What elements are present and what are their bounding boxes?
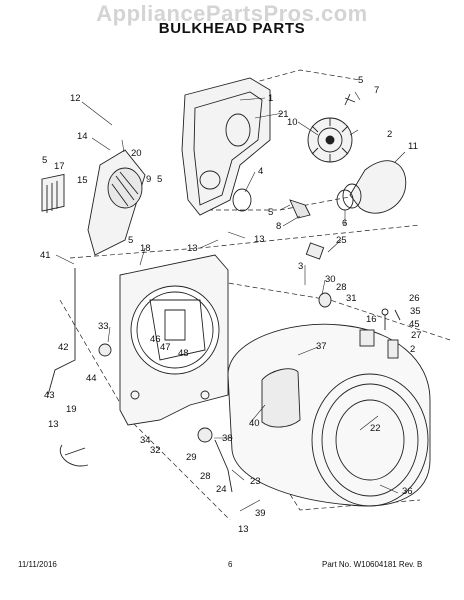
callout-label: 39 (255, 508, 266, 519)
callout-label: 25 (336, 235, 347, 246)
callout-label: 34 (140, 435, 151, 446)
callout-label: 7 (374, 85, 379, 96)
callout-label: 33 (98, 321, 109, 332)
callout-label: 41 (40, 250, 51, 261)
screw (344, 93, 356, 106)
callout-label: 8 (276, 221, 281, 232)
callout-label: 37 (316, 341, 327, 352)
blower-wheel (307, 117, 353, 163)
callout-label: 44 (86, 373, 97, 384)
callout-label: 46 (150, 334, 161, 345)
diagram-title: BULKHEAD PARTS (158, 20, 306, 37)
callout-label: 6 (342, 218, 347, 229)
seal-4 (232, 188, 252, 212)
callout-label: 11 (408, 141, 418, 152)
callout-label: 36 (402, 486, 413, 497)
callout-label: 5 (358, 75, 363, 86)
callout-label: 13 (48, 419, 59, 430)
callout-label: 20 (131, 148, 142, 159)
callout-label: 22 (370, 423, 381, 434)
callout-label: 5 (128, 235, 133, 246)
callout-label: 4 (258, 166, 263, 177)
callout-label: 29 (186, 452, 197, 463)
callout-labels: 1 2 2 3 4 5 5 5 5 5 6 7 8 9 10 11 12 13 … (40, 75, 422, 535)
callout-label: 5 (268, 207, 273, 218)
callout-label: 31 (346, 293, 357, 304)
callout-label: 13 (238, 524, 249, 535)
callout-label: 5 (42, 155, 47, 166)
callout-label: 32 (150, 445, 161, 456)
callout-label: 15 (77, 175, 88, 186)
callout-label: 30 (325, 274, 336, 285)
callout-label: 28 (336, 282, 347, 293)
callout-label: 1 (268, 93, 273, 104)
callout-label: 42 (58, 342, 69, 353)
callout-label: 21 (278, 109, 289, 120)
seal-6 (336, 189, 354, 211)
footer-part-number: Part No. W10604181 Rev. B (322, 560, 423, 569)
callout-label: 18 (140, 243, 151, 254)
callout-label: 2 (410, 344, 415, 355)
lint-screen (41, 173, 65, 212)
harness (59, 444, 89, 467)
callout-label: 10 (287, 117, 298, 128)
callout-label: 27 (411, 330, 422, 341)
callout-label: 26 (409, 293, 420, 304)
footer-date: 11/11/2016 (18, 560, 57, 569)
callout-label: 9 (146, 174, 151, 185)
callout-label: 3 (298, 261, 303, 272)
drum (227, 323, 431, 507)
callout-label: 35 (410, 306, 421, 317)
callout-label: 14 (77, 131, 88, 142)
callout-label: 5 (157, 174, 162, 185)
callout-label: 16 (366, 314, 377, 325)
footer-page: 6 (228, 560, 233, 569)
callout-label: 38 (222, 433, 233, 444)
callout-label: 19 (66, 404, 77, 415)
callout-label: 28 (200, 471, 211, 482)
callout-label: 40 (249, 418, 260, 429)
bulkhead-cover (181, 77, 271, 216)
callout-label: 13 (187, 243, 198, 254)
callout-label: 2 (387, 129, 392, 140)
callout-label: 24 (216, 484, 227, 495)
callout-label: 48 (178, 348, 189, 359)
callout-label: 12 (70, 93, 81, 104)
blower-housing (349, 160, 407, 214)
callout-label: 17 (54, 161, 65, 172)
callout-label: 13 (254, 234, 265, 245)
watermark: AppliancePartsPros.com (96, 1, 368, 26)
callout-label: 43 (44, 390, 55, 401)
callout-label: 45 (409, 319, 420, 330)
callout-label: 23 (250, 476, 261, 487)
callout-label: 47 (160, 342, 171, 353)
